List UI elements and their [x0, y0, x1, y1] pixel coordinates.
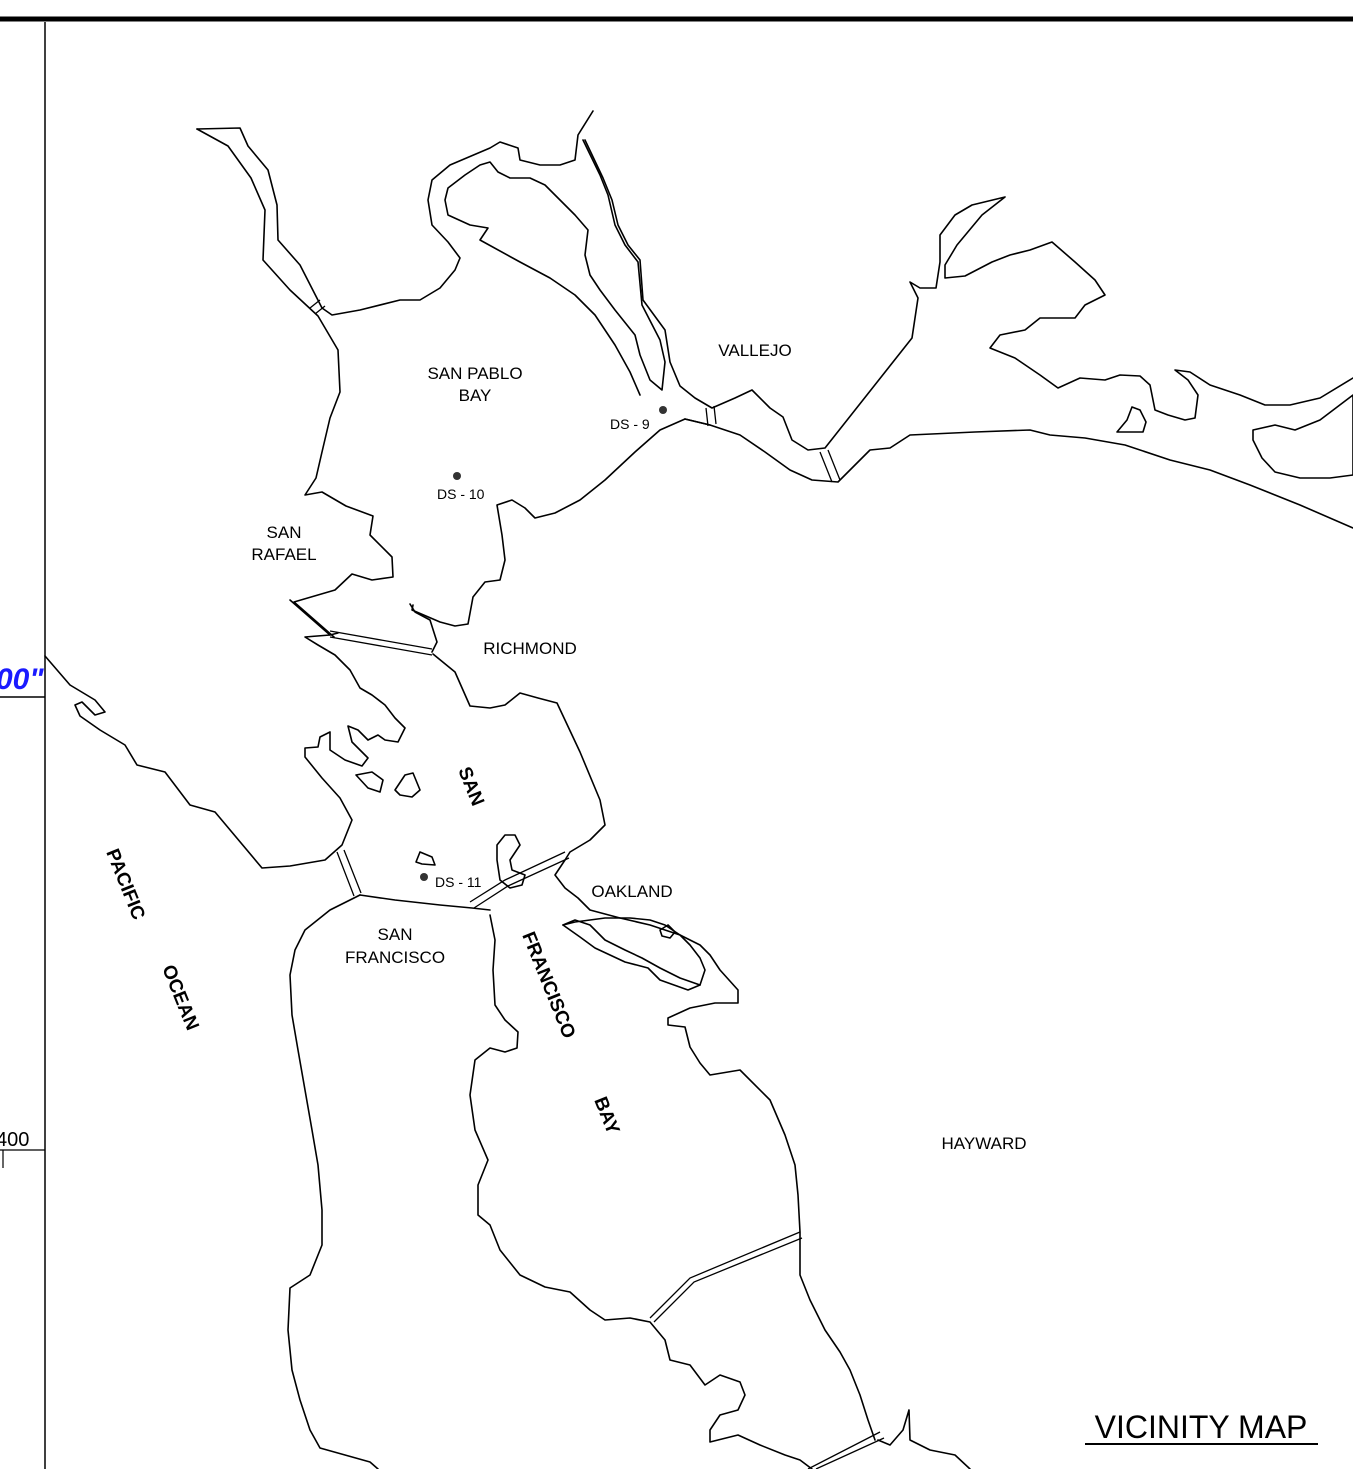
label-oakland: OAKLAND: [591, 882, 672, 901]
label-san-rafael-1: SAN: [267, 523, 302, 542]
bridge-petaluma: [309, 299, 326, 315]
bridge-golden-gate: [336, 849, 362, 897]
coastlines: [44, 110, 1353, 1469]
coast-belvedere: [394, 772, 421, 798]
coast-alameda: [562, 917, 706, 986]
coast-east-bay: [432, 653, 876, 1441]
sites: DS - 9 DS - 10 DS - 11: [420, 406, 667, 890]
coast-petaluma-west: [196, 128, 394, 638]
label-san-francisco-1: SAN: [378, 925, 413, 944]
coast-suisun-island: [1252, 394, 1353, 479]
coast-napa-inner: [444, 139, 666, 396]
coast-marin: [44, 634, 406, 869]
coast-alameda-inner: [659, 924, 676, 939]
coast-small-island-1: [1116, 406, 1147, 433]
label-san-rafael-2: RAFAEL: [251, 545, 316, 564]
site-ds10-label: DS - 10: [437, 486, 485, 502]
bridge-san-mateo: [649, 1231, 803, 1323]
label-san-pablo-bay-2: BAY: [459, 386, 492, 405]
label-vallejo: VALLEJO: [718, 341, 791, 360]
coast-petaluma-east: [196, 110, 594, 316]
coast-sf-north-shore: [359, 894, 491, 911]
bridge-bay-bridge: [469, 851, 570, 909]
label-san-francisco-2: FRANCISCO: [345, 948, 445, 967]
coast-alcatraz: [415, 851, 436, 866]
bridge-richmond-san-rafael: [329, 630, 433, 656]
coast-pinole: [411, 418, 711, 627]
site-ds11-label: DS - 11: [435, 874, 482, 890]
map-title: VICINITY MAP: [1095, 1409, 1308, 1445]
coast-richmond-north: [409, 603, 438, 653]
site-ds11-marker: [420, 873, 428, 881]
site-ds9-marker: [659, 406, 667, 414]
coast-bay-farm: [562, 924, 701, 991]
coast-vallejo: [584, 139, 1353, 451]
label-hayward: HAYWARD: [942, 1134, 1027, 1153]
bridge-benicia: [819, 449, 841, 483]
coast-san-pablo-south: [289, 599, 339, 636]
coast-sf-bayside: [469, 914, 813, 1469]
bridge-dumbarton: [807, 1431, 885, 1469]
coast-south-bay-end: [877, 1409, 971, 1469]
edge-blue-text: 00": [0, 663, 44, 696]
edge-scale-text: 400: [0, 1129, 29, 1151]
label-richmond: RICHMOND: [483, 639, 577, 658]
site-ds9-label: DS - 9: [610, 416, 650, 432]
coast-carquinez-south: [684, 418, 1353, 529]
label-bay-francisco: FRANCISCO: [517, 929, 579, 1042]
label-bay-san: SAN: [453, 764, 488, 809]
label-bay-bay: BAY: [589, 1094, 623, 1138]
coast-sf-peninsula: [287, 894, 379, 1469]
bridge-carquinez: [705, 405, 717, 427]
label-pacific: PACIFIC: [101, 846, 149, 923]
coast-angel-island: [355, 771, 384, 793]
place-labels: SAN PABLO BAY VALLEJO SAN RAFAEL RICHMON…: [251, 341, 1026, 1153]
coast-yerba-buena: [496, 834, 526, 889]
bridges: [309, 299, 885, 1469]
label-ocean: OCEAN: [157, 962, 202, 1033]
label-san-pablo-bay-1: SAN PABLO: [427, 364, 522, 383]
site-ds10-marker: [453, 472, 461, 480]
